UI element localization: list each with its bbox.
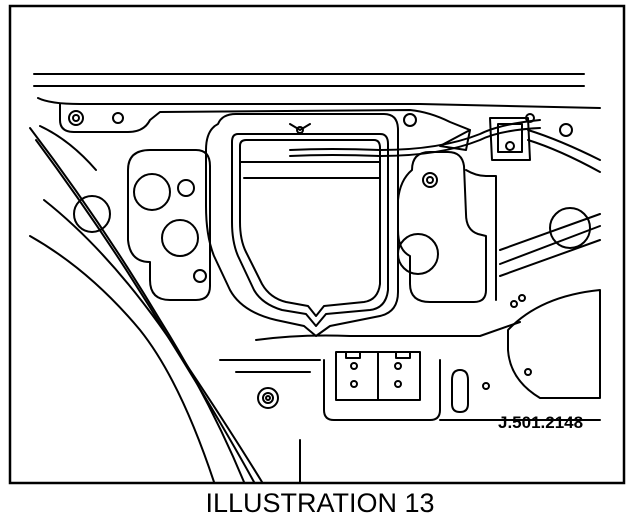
access-hole — [549, 207, 591, 249]
bolt-icon — [112, 112, 124, 124]
bolt-icon — [350, 362, 358, 370]
bolt-icon — [350, 380, 358, 388]
access-hole — [161, 219, 199, 257]
access-hole — [397, 233, 439, 275]
bolt-icon — [394, 362, 402, 370]
bolt-icon — [257, 387, 279, 409]
bolt-icon — [505, 141, 515, 151]
bolt-icon — [193, 269, 207, 283]
reference-code: J.501.2148 — [498, 413, 583, 432]
bolt-icon — [403, 113, 417, 127]
figure-frame — [8, 4, 626, 485]
door-inner-panel — [29, 73, 601, 483]
bolt-icon — [422, 172, 438, 188]
bolt-icon — [68, 110, 84, 126]
bolt-icon — [559, 123, 573, 137]
bolt-icon — [394, 380, 402, 388]
access-hole — [73, 195, 111, 233]
figure-caption: ILLUSTRATION 13 — [205, 488, 435, 518]
access-hole — [133, 173, 171, 211]
access-hole — [177, 179, 195, 197]
